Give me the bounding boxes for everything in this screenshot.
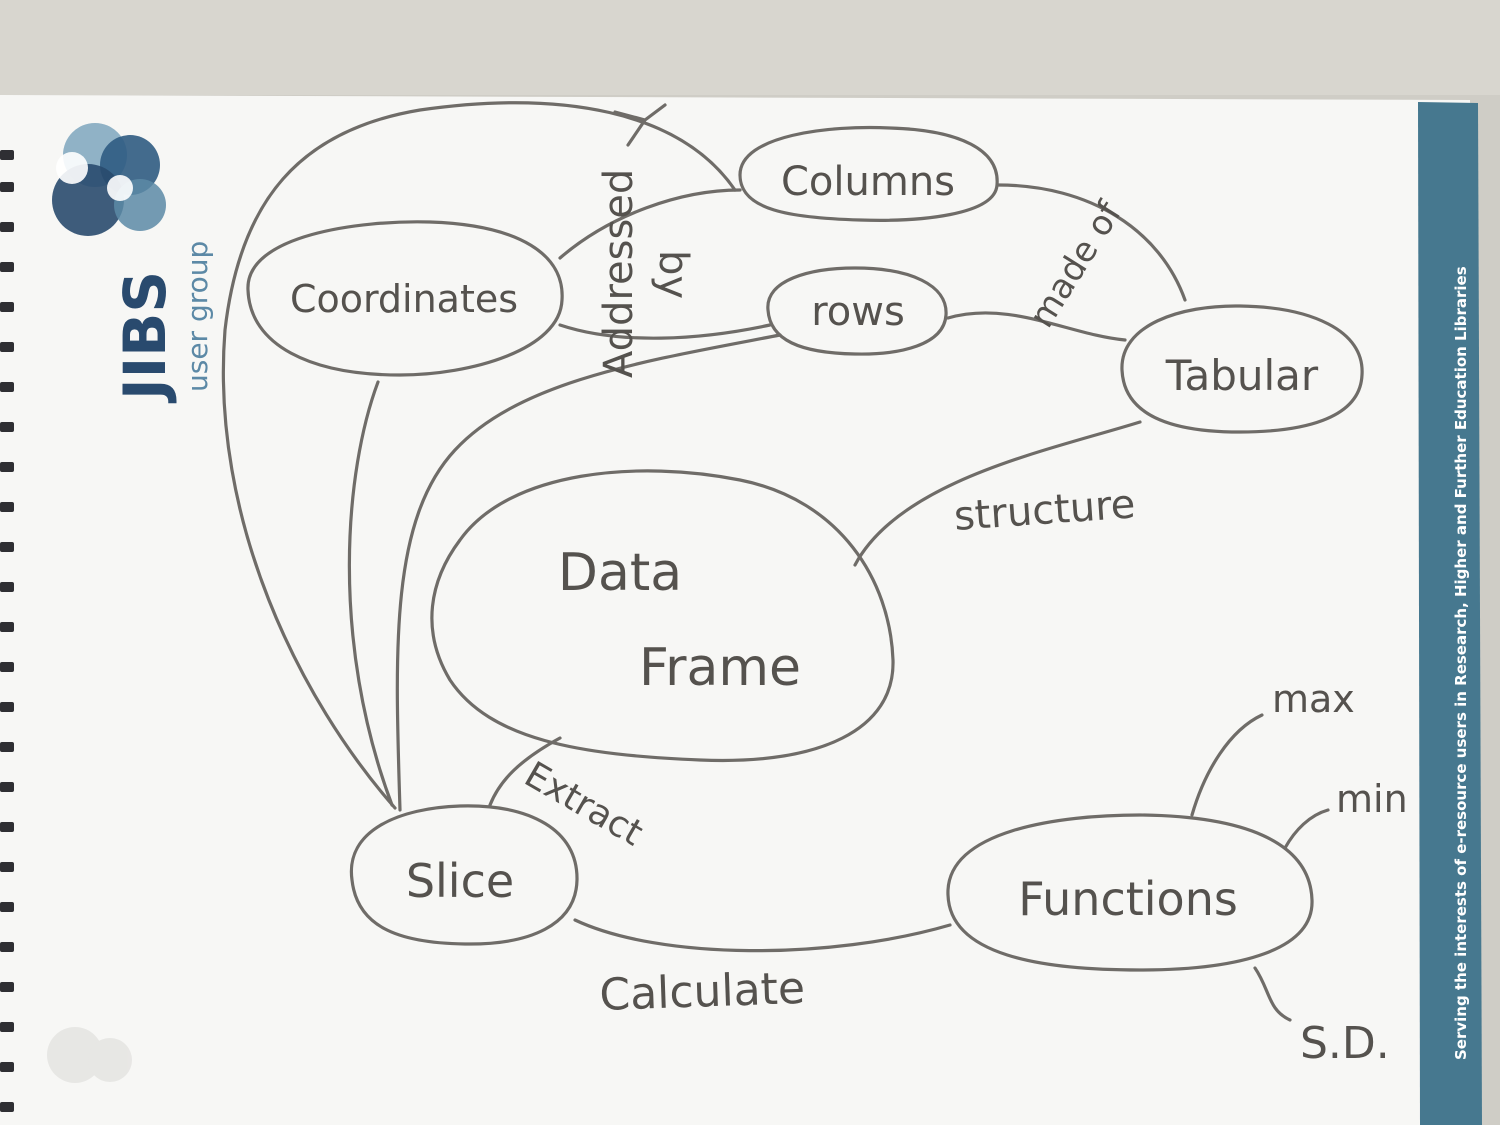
watermark [47, 1027, 132, 1083]
edge-coordinates-columns [558, 188, 742, 260]
node-coordinates: Coordinates [246, 220, 564, 377]
node-rows: rows [766, 266, 948, 356]
node-tabular: Tabular [1120, 304, 1364, 434]
edge-functions-sd [1253, 966, 1292, 1022]
label-addressed: Addressed [596, 169, 642, 378]
node-functions-label: Functions [1018, 872, 1238, 926]
node-rows-label: rows [811, 289, 905, 335]
edge-columns-tabular [996, 183, 1187, 302]
node-data-frame-label-2: Frame [639, 638, 801, 698]
logo-main-text: JIBS [111, 271, 179, 404]
label-by: by [650, 250, 696, 299]
function-leaves: max min S.D. [1272, 677, 1408, 1069]
edge-functions-min [1283, 808, 1330, 850]
edge-slice-columns [221, 101, 737, 810]
edge-dataframe-slice [488, 736, 562, 807]
edge-coordinates-rows [558, 323, 772, 340]
node-slice: Slice [349, 804, 579, 946]
node-data-frame: Data Frame [430, 469, 895, 763]
node-columns-label: Columns [781, 159, 955, 205]
jibs-logo: JIBS user group [52, 123, 214, 404]
edge-rows-tabular [946, 311, 1127, 342]
side-band-text: Serving the interests of e-resource user… [1452, 266, 1470, 1060]
leaf-max: max [1272, 677, 1355, 721]
edge-functions-max [1190, 713, 1264, 817]
spiral-binding [0, 150, 14, 1112]
edge-slice-functions [573, 918, 952, 953]
node-coordinates-label: Coordinates [290, 277, 518, 321]
edge-coordinates-slice [347, 380, 394, 807]
logo-sub-text: user group [181, 241, 214, 392]
node-tabular-label: Tabular [1165, 351, 1319, 400]
node-data-frame-label-1: Data [558, 543, 682, 603]
leaf-sd: S.D. [1300, 1018, 1390, 1069]
node-functions: Functions [946, 813, 1314, 972]
side-band: Serving the interests of e-resource user… [1418, 102, 1482, 1125]
edge-rows-slice [395, 333, 782, 812]
edge-tabular-dataframe [853, 420, 1142, 567]
node-columns: Columns [738, 125, 999, 222]
paper-sheet [0, 95, 1480, 1125]
leaf-min: min [1336, 777, 1408, 821]
edge-arrowhead [613, 103, 667, 147]
node-slice-label: Slice [406, 854, 514, 908]
edges [221, 101, 1330, 1022]
label-calculate: Calculate [599, 963, 806, 1021]
